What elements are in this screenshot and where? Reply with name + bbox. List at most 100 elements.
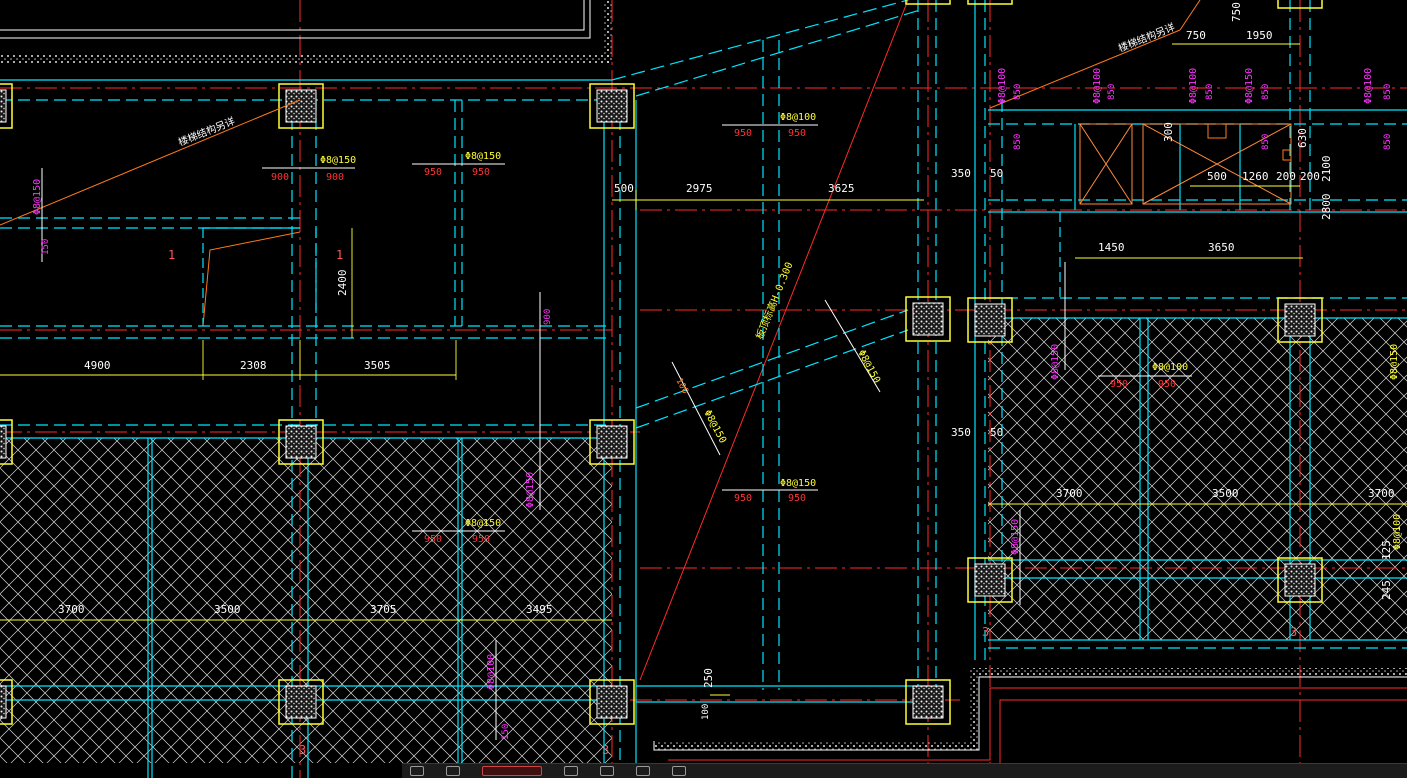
dim-text: 2100 xyxy=(1320,156,1333,183)
dim-text: 3650 xyxy=(1208,241,1235,254)
dim-text: 1450 xyxy=(1098,241,1125,254)
dim-text: 2308 xyxy=(240,359,267,372)
dim-text: 125 xyxy=(1380,540,1393,560)
taskbar-icon[interactable] xyxy=(636,766,650,776)
rebar-label: Φ8@100 xyxy=(1363,68,1374,104)
section-cut-line xyxy=(639,0,909,681)
rebar-label: Φ8@150 xyxy=(525,472,536,508)
dim-text: 2400 xyxy=(336,270,349,297)
dim-text: 3505 xyxy=(364,359,391,372)
dim-text: 350 xyxy=(951,426,971,439)
dim-text: 200 xyxy=(1276,170,1296,183)
dim-text: 3495 xyxy=(526,603,553,616)
column xyxy=(589,679,635,725)
dim-text: 150 xyxy=(501,724,511,740)
section-marker: 3 xyxy=(982,625,989,639)
section-marker: 1 xyxy=(336,248,343,262)
dim-text: 900 xyxy=(326,172,344,183)
rebar-label: Φ8@150 xyxy=(855,348,882,385)
dim-text: 850 xyxy=(1383,134,1393,150)
rebar-label: Φ8@150 xyxy=(32,179,43,215)
dim-text: 950 xyxy=(472,167,490,178)
leader-lines xyxy=(0,0,1201,327)
dim-text: 2800 xyxy=(1320,194,1333,221)
rebar-label: Φ8@150 xyxy=(1389,344,1400,380)
dim-text: 350 xyxy=(951,167,971,180)
dim-text: 950 xyxy=(788,128,806,139)
dim-text: 750 xyxy=(1186,29,1206,42)
red-outline-bottom-right xyxy=(668,687,1407,778)
rebar-lines xyxy=(41,124,1192,740)
dim-text: 245 xyxy=(1380,580,1393,600)
dim-text: 3500 xyxy=(214,603,241,616)
taskbar-icon[interactable] xyxy=(410,766,424,776)
dim-text: 3625 xyxy=(828,182,855,195)
dim-text: 2975 xyxy=(686,182,713,195)
dim-text: 500 xyxy=(1207,170,1227,183)
dimension-lines xyxy=(0,43,1407,696)
dim-text: 630 xyxy=(1296,128,1309,148)
dim-text: 50 xyxy=(990,167,1003,180)
rebar-label: Φ8@150 xyxy=(1244,68,1255,104)
dim-text: 100 xyxy=(673,377,689,396)
dim-text: 3700 xyxy=(58,603,85,616)
dim-text: 500 xyxy=(614,182,634,195)
column xyxy=(967,557,1013,603)
columns xyxy=(0,0,1323,725)
column xyxy=(905,296,951,342)
taskbar-icon[interactable] xyxy=(564,766,578,776)
column xyxy=(905,0,951,5)
column xyxy=(905,679,951,725)
dim-text: 950 xyxy=(734,493,752,504)
hatched-slab-regions xyxy=(0,318,1407,763)
rebar-label: Φ8@100 xyxy=(1092,68,1103,104)
column xyxy=(0,419,13,465)
rebar-label: Φ8@150 xyxy=(780,478,816,489)
dim-text: 850 xyxy=(1261,84,1271,100)
section-marker: 3 xyxy=(602,743,609,757)
stair-note-right: 楼梯结构另详 xyxy=(1116,20,1177,55)
rebar-label: Φ8@150 xyxy=(465,518,501,529)
dim-text: 900 xyxy=(271,172,289,183)
dim-text: 850 xyxy=(1013,134,1023,150)
rebar-label: Φ8@150 xyxy=(320,155,356,166)
rebar-label: Φ8@100 xyxy=(997,68,1008,104)
dim-text: 1950 xyxy=(1246,29,1273,42)
dim-text: 150 xyxy=(41,239,51,255)
stair-note-left: 楼梯结构另详 xyxy=(176,114,237,149)
wall-outlines xyxy=(0,0,1407,751)
column xyxy=(278,419,324,465)
rebar-label: Φ8@100 xyxy=(486,654,497,690)
rebar-label: Φ8@100 xyxy=(780,112,816,123)
dim-text: 950 xyxy=(788,493,806,504)
dim-text: 900 xyxy=(543,309,553,325)
dim-text: 1260 xyxy=(1242,170,1269,183)
dim-text: 3700 xyxy=(1368,487,1395,500)
column xyxy=(1277,0,1323,9)
dim-text: 4900 xyxy=(84,359,111,372)
dim-text: 950 xyxy=(424,167,442,178)
dim-text: 850 xyxy=(1205,84,1215,100)
column xyxy=(967,0,1013,5)
column xyxy=(1277,297,1323,343)
column xyxy=(967,297,1013,343)
rebar-label: Φ8@100 xyxy=(1152,362,1188,373)
taskbar-active-window[interactable] xyxy=(482,766,542,776)
taskbar-icon[interactable] xyxy=(600,766,614,776)
dim-text: 100 xyxy=(701,704,711,720)
dim-text: 50 xyxy=(990,426,1003,439)
dim-text: 950 xyxy=(734,128,752,139)
column xyxy=(0,679,13,725)
column xyxy=(278,83,324,129)
taskbar-icon[interactable] xyxy=(446,766,460,776)
rebar-label: Φ8@150 xyxy=(465,151,501,162)
dim-text: 200 xyxy=(1300,170,1320,183)
rebar-label: Φ8@150 xyxy=(1010,519,1021,555)
section-marker: 3 xyxy=(1290,625,1297,639)
rebar-label: Φ8@150 xyxy=(1050,344,1061,380)
column xyxy=(0,83,13,129)
shaft-openings xyxy=(1079,123,1292,205)
taskbar-icon[interactable] xyxy=(672,766,686,776)
column xyxy=(589,419,635,465)
